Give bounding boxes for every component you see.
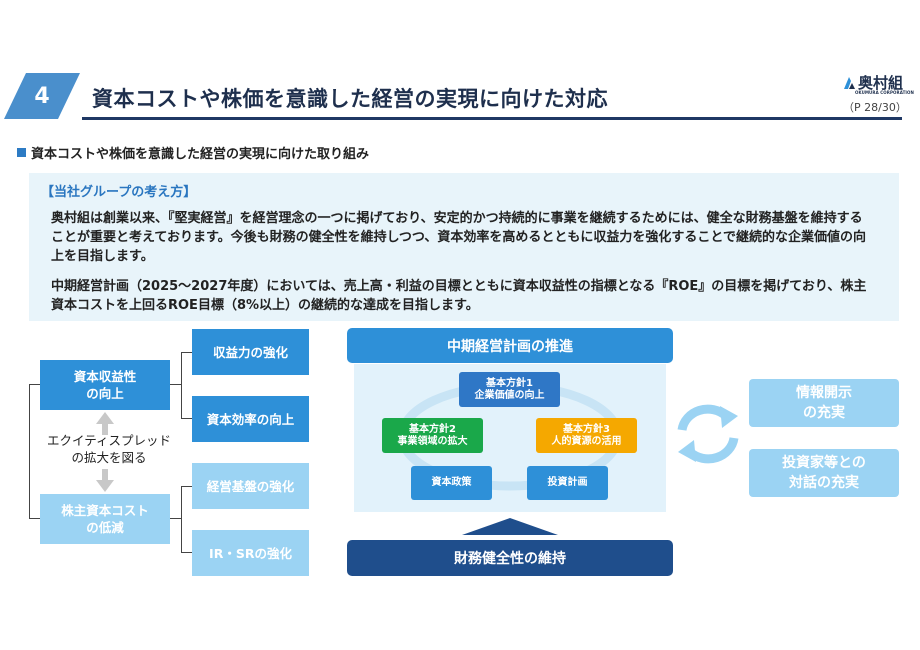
financial-soundness-box: 財務健全性の維持 bbox=[347, 540, 673, 576]
left-bracket-top bbox=[29, 384, 40, 385]
logo-subtext: OKUMURA CORPORATION bbox=[855, 90, 914, 95]
dialogue-box: 投資家等との 対話の充実 bbox=[749, 449, 899, 497]
philosophy-paragraph-2: 中期経営計画（2025～2027年度）においては、売上高・利益の目標とともに資本… bbox=[51, 279, 867, 313]
item-management-foundation: 経営基盤の強化 bbox=[192, 463, 309, 509]
connector-bottom-b bbox=[181, 552, 192, 553]
logo-mark-icon bbox=[844, 77, 855, 89]
item-capital-efficiency: 資本効率の向上 bbox=[192, 396, 309, 442]
cycle-arrows-icon bbox=[677, 404, 739, 464]
logo-text: 奥村組 bbox=[858, 74, 904, 92]
philosophy-title: 【当社グループの考え方】 bbox=[41, 185, 197, 200]
disclosure-box: 情報開示 の充実 bbox=[749, 379, 899, 427]
connector-top-a bbox=[181, 352, 192, 353]
capital-profitability-box: 資本収益性 の向上 bbox=[40, 360, 170, 410]
philosophy-box bbox=[29, 173, 899, 321]
company-logo: 奥村組 OKUMURA CORPORATION bbox=[842, 72, 914, 102]
policy-1-box: 基本方針1 企業価値の向上 bbox=[459, 372, 560, 407]
connector-bottom-v bbox=[181, 486, 182, 552]
philosophy-paragraph-1: 奥村組は創業以来、『堅実経営』を経営理念の一つに掲げており、安定的かつ持続的に事… bbox=[51, 211, 866, 264]
item-ir-sr: IR・SRの強化 bbox=[192, 530, 309, 576]
double-arrow-icon bbox=[96, 412, 114, 492]
bullet-square bbox=[17, 148, 26, 157]
policy-3-box: 基本方針3 人的資源の活用 bbox=[536, 418, 637, 453]
page-title: 資本コストや株価を意識した経営の実現に向けた対応 bbox=[92, 87, 608, 111]
policy-2-box: 基本方針2 事業領域の拡大 bbox=[382, 418, 483, 453]
equity-spread-text: エクイティスプレッド の拡大を図る bbox=[46, 433, 171, 465]
header-underline bbox=[82, 117, 902, 120]
item-profitability: 収益力の強化 bbox=[192, 329, 309, 375]
connector-bottom-h bbox=[170, 518, 181, 519]
connector-top-v bbox=[181, 352, 182, 418]
mid-term-plan-header: 中期経営計画の推進 bbox=[347, 328, 673, 363]
section-number: 4 bbox=[34, 83, 50, 109]
foundation-arrow-icon bbox=[462, 518, 558, 535]
connector-top-b bbox=[181, 418, 192, 419]
investment-plan-box: 投資計画 bbox=[527, 466, 608, 500]
left-bracket-bottom bbox=[29, 518, 40, 519]
page-number: （P 28/30） bbox=[843, 101, 907, 114]
section-subheading: 資本コストや株価を意識した経営の実現に向けた取り組み bbox=[31, 147, 370, 162]
connector-top-h bbox=[170, 384, 181, 385]
capital-policy-box: 資本政策 bbox=[411, 466, 492, 500]
connector-bottom-a bbox=[181, 486, 192, 487]
left-bracket-line bbox=[29, 384, 30, 518]
cost-of-equity-box: 株主資本コスト の低減 bbox=[40, 494, 170, 544]
section-number-badge: 4 bbox=[4, 73, 80, 119]
